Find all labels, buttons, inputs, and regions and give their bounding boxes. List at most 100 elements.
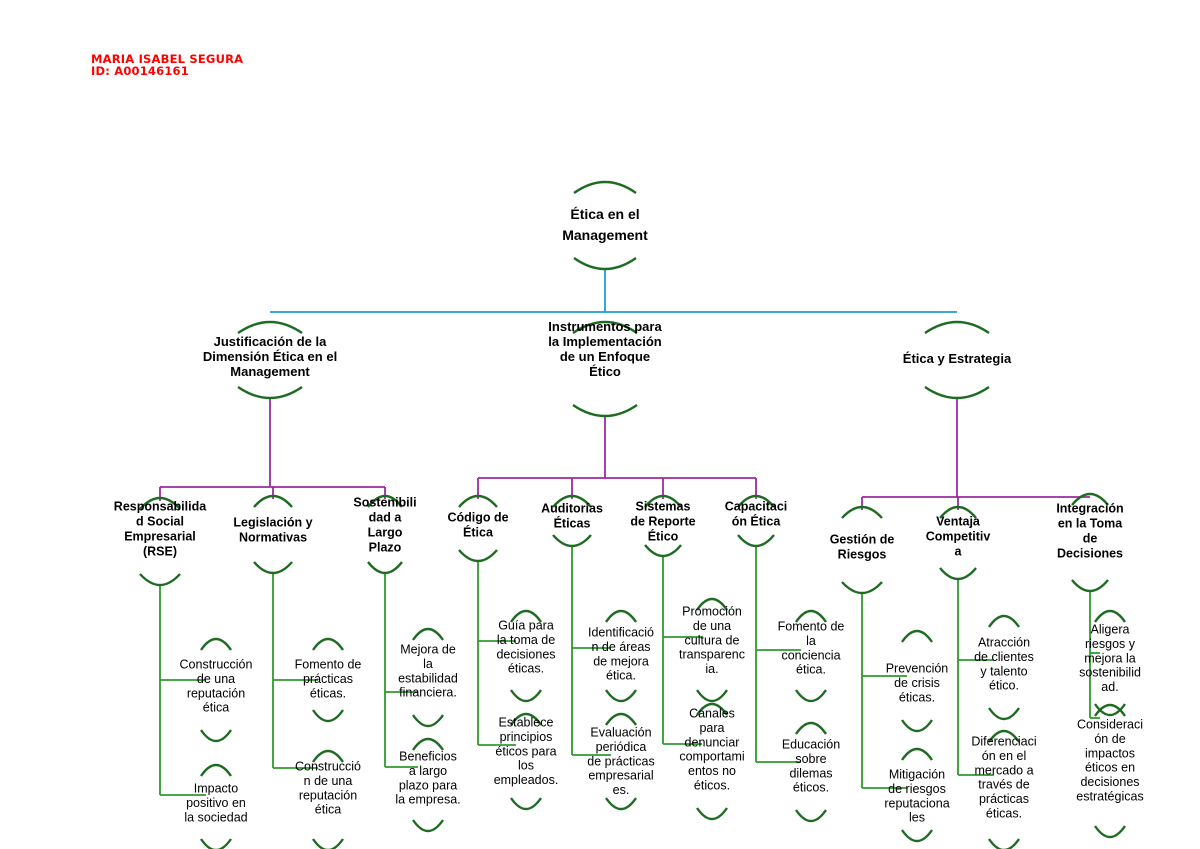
child-node-bottom-arc	[939, 567, 977, 581]
leaf-node-bottom-arc	[510, 689, 542, 703]
child-node-label-line: Legislación y	[233, 516, 312, 530]
child-node-top-arc	[552, 494, 592, 508]
branch-node-1-label-line: Management	[230, 364, 310, 379]
leaf-node-bottom-arc	[200, 838, 232, 849]
leaf-node-top-arc	[901, 629, 933, 643]
leaf-node-bottom-arc	[605, 689, 637, 703]
leaf-node-label-line: Construcción	[180, 658, 253, 672]
leaf-node-label-line: mejora la	[1084, 651, 1135, 665]
leaf-node-label-line: de una	[693, 619, 731, 633]
leaf-node-label-line: n de áreas	[591, 640, 650, 654]
child-node-top-arc	[139, 496, 181, 510]
leaf-node-label-line: entos no	[688, 764, 736, 778]
child-node-label-line: Código de	[447, 511, 508, 525]
leaf-node-label-line: comportami	[679, 750, 744, 764]
leaf-node-label-line: de riesgos	[888, 782, 946, 796]
child-node-label-line: Ventaja	[936, 515, 981, 529]
branch-node-2-label-line: Instrumentos para	[548, 319, 662, 334]
leaf-node-label-line: impactos	[1085, 746, 1135, 760]
author-name: MARIA ISABEL SEGURA	[91, 52, 244, 66]
child-node-label-line: de	[1083, 532, 1098, 546]
child-node-top-arc	[737, 494, 775, 508]
author-id: ID: A00146161	[91, 64, 189, 78]
leaf-node-label-line: la empresa.	[395, 793, 460, 807]
child-node-label-line: Responsabilida	[114, 500, 207, 514]
leaf-node-label-line: la	[806, 634, 816, 648]
child-node-label-line: (RSE)	[143, 545, 177, 559]
leaf-node-label-line: empresarial	[588, 769, 653, 783]
leaf-node-label-line: de una	[197, 672, 235, 686]
leaf-node-label-line: reputaciona	[884, 796, 949, 810]
leaf-node-label-line: éticos en	[1085, 761, 1135, 775]
leaf-node-label-line: Beneficios	[399, 750, 457, 764]
leaf-node-label-line: éticas.	[986, 807, 1022, 821]
child-node-label-line: Normativas	[239, 531, 307, 545]
leaf-node-label-line: la toma de	[497, 633, 555, 647]
leaf-node-label-line: sobre	[795, 752, 826, 766]
leaf-node-label-line: ón en el	[982, 749, 1026, 763]
child-node-label-line: Capacitaci	[725, 500, 788, 514]
leaf-node-bottom-arc	[795, 809, 827, 823]
leaf-node-label-line: principios	[500, 730, 553, 744]
leaf-node-label-line: ético.	[989, 679, 1019, 693]
leaf-node-label-line: denunciar	[685, 735, 740, 749]
child-node-top-arc	[1071, 492, 1109, 506]
leaf-node-label-line: reputación	[299, 788, 357, 802]
leaf-node-top-arc	[795, 721, 827, 735]
leaf-node-top-arc	[988, 614, 1020, 628]
child-node-label-line: Ética	[463, 525, 494, 540]
leaf-node-bottom-arc	[412, 714, 444, 728]
branch-node-3-label: Ética y Estrategia	[903, 351, 1012, 366]
leaf-node-top-arc	[1094, 609, 1126, 623]
leaf-node-top-arc	[412, 737, 444, 751]
leaf-node-label-line: estabilidad	[398, 671, 458, 685]
leaf-node-label-line: la	[423, 657, 433, 671]
leaf-node-label-line: positivo en	[186, 796, 246, 810]
leaf-node-label-line: Evaluación	[590, 726, 651, 740]
child-node-top-arc	[253, 494, 293, 508]
child-node-label-line: Decisiones	[1057, 547, 1123, 561]
leaf-node-label-line: empleados.	[494, 773, 559, 787]
leaf-node-label-line: n de una	[304, 774, 353, 788]
leaf-node-top-arc	[1094, 703, 1126, 717]
leaf-node-label-line: ética	[315, 803, 341, 817]
leaf-node-label-line: ética.	[606, 669, 636, 683]
child-node-top-arc	[367, 494, 403, 508]
leaf-node-bottom-arc	[312, 709, 344, 723]
branch-node-1-label-line: Dimensión Ética en el	[203, 349, 337, 364]
leaf-node-label-line: estratégicas	[1076, 790, 1143, 804]
leaf-node-label-line: periódica	[596, 740, 647, 754]
leaf-node-top-arc	[510, 609, 542, 623]
leaf-node-top-arc	[412, 627, 444, 641]
child-node-label-line: Auditorías	[541, 502, 603, 516]
child-node-label-line: Riesgos	[838, 548, 887, 562]
branch-node-2-label-line: la Implementación	[548, 334, 661, 349]
leaf-node-label-line: Mitigación	[889, 768, 945, 782]
child-node-label-line: Empresarial	[124, 530, 196, 544]
leaf-node-top-arc	[200, 637, 232, 651]
leaf-node-top-arc	[605, 712, 637, 726]
branch-node-1-top-arc	[237, 320, 303, 334]
leaf-node-label-line: a largo	[409, 764, 447, 778]
leaf-node-label-line: decisiones	[496, 647, 555, 661]
child-node-label-line: ón Ética	[732, 514, 782, 529]
leaf-node-label-line: de prácticas	[587, 754, 654, 768]
branch-node-3-top-arc	[924, 320, 990, 334]
